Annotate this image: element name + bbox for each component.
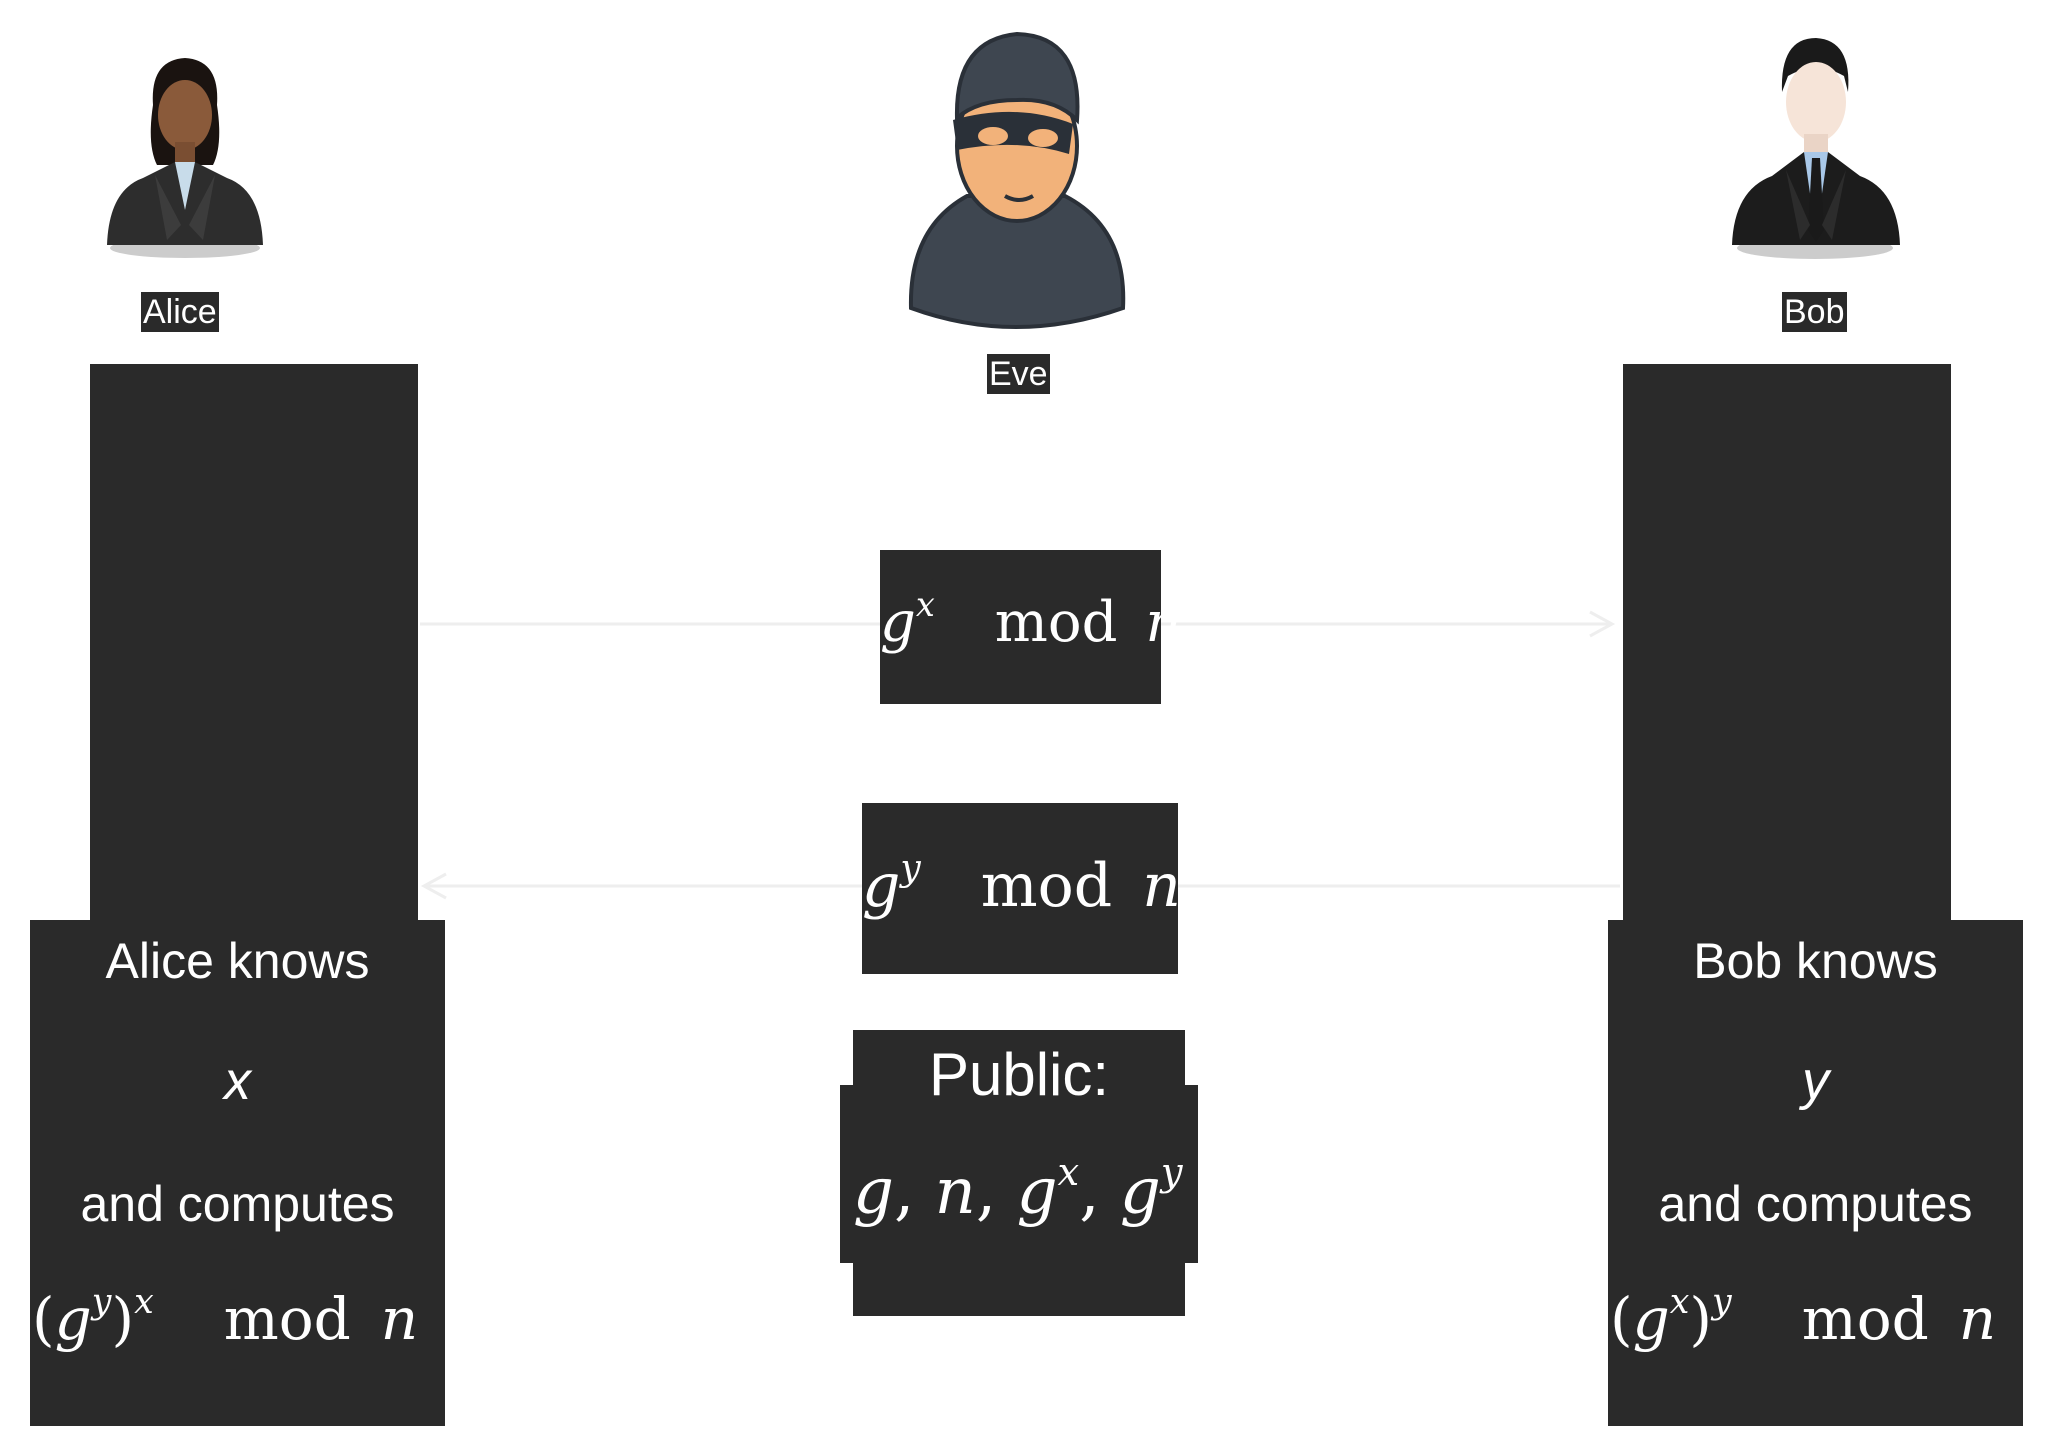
alice-knows-text: Alice knows	[105, 933, 370, 989]
public-title: Public:	[928, 1041, 1110, 1108]
bob-avatar	[1720, 30, 1910, 270]
alice-lifeline	[90, 364, 418, 920]
public-values: g, n, gx, gy	[853, 1149, 1183, 1229]
bob-knows-text: Bob knows	[1693, 933, 1938, 989]
masked-thief-avatar-icon	[908, 31, 1126, 329]
bob-computes-text: and computes	[1658, 1176, 1973, 1232]
eve-label: Eve	[987, 354, 1050, 394]
alice-secret: x	[224, 1051, 251, 1111]
alice-avatar	[95, 50, 275, 270]
public-box: Public: g, n, gx, gy	[853, 1030, 1185, 1316]
alice-computes-text: and computes	[80, 1176, 395, 1232]
businesswoman-avatar-icon	[107, 58, 263, 258]
bob-label: Bob	[1782, 292, 1847, 332]
bob-secret: y	[1802, 1051, 1829, 1111]
businessman-avatar-icon	[1732, 38, 1900, 259]
eve-avatar	[905, 28, 1130, 338]
alice-label: Alice	[141, 292, 219, 332]
bob-lifeline	[1623, 364, 1951, 920]
